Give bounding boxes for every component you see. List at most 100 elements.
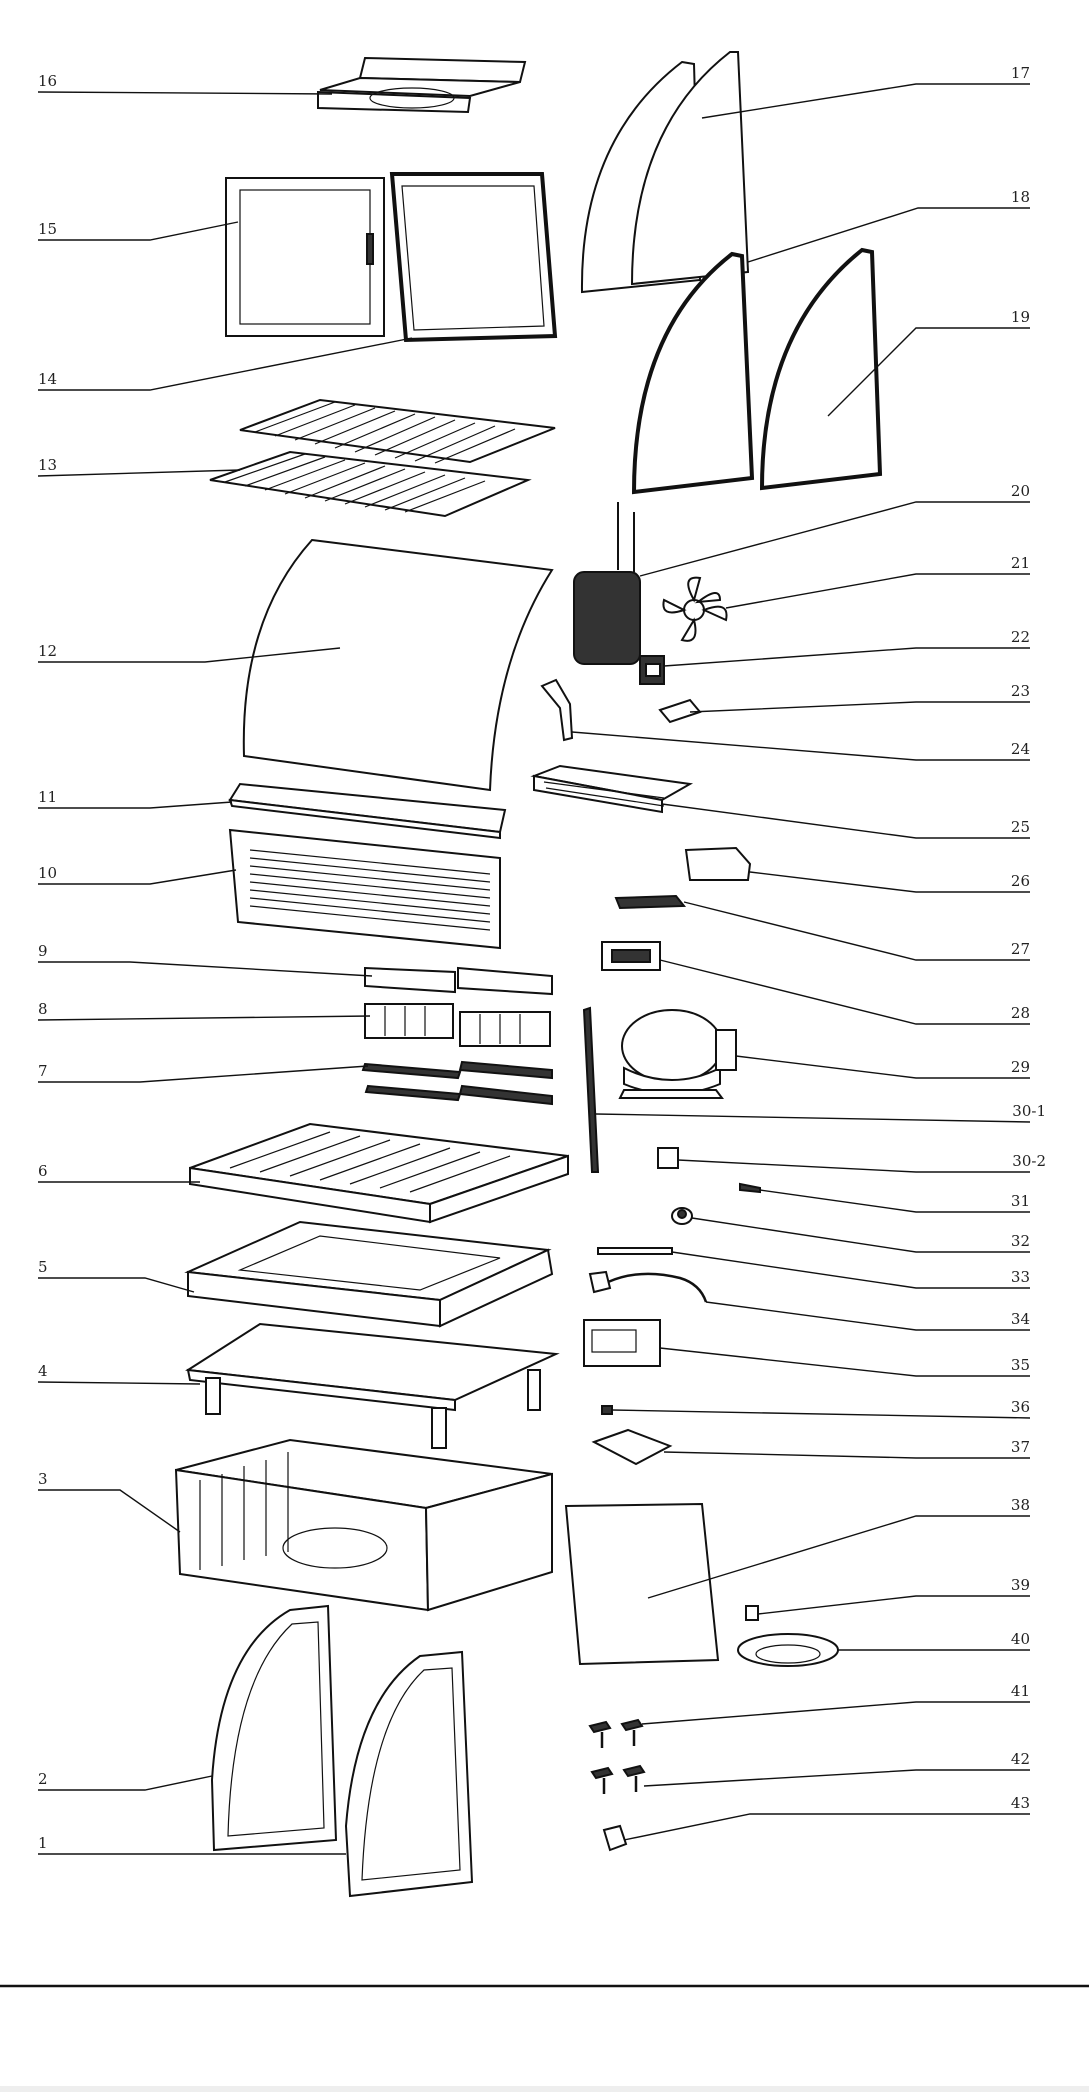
part-21-fan-blade: [662, 576, 728, 642]
leader-29: [735, 1055, 1030, 1079]
leader-20: [639, 501, 1030, 577]
leader-13: [37, 469, 241, 477]
label-31: 31: [1011, 1192, 1030, 1210]
part-31-cable: [739, 1182, 761, 1194]
part-36-small-part: [601, 1405, 613, 1415]
label-18: 18: [1011, 188, 1030, 206]
part-labels: 16 15 14 13 12 11 10 9 8 7 6 5 4 3 2 1 1…: [38, 64, 1046, 1852]
leader-28: [659, 959, 1030, 1025]
leader-30-1: [595, 1113, 1031, 1123]
part-30-1-rod: [582, 1006, 600, 1173]
leader-9: [38, 961, 373, 977]
part-34-power-cord: [588, 1270, 708, 1303]
leader-43: [623, 1813, 1030, 1841]
leader-10: [38, 869, 237, 885]
leader-18: [747, 207, 1030, 263]
label-40: 40: [1011, 1630, 1030, 1648]
label-14: 14: [38, 370, 57, 388]
leader-22: [663, 647, 1030, 667]
leader-17: [701, 83, 1030, 119]
label-12: 12: [38, 642, 57, 660]
label-24: 24: [1011, 740, 1030, 758]
part-13-wire-shelves: [209, 398, 556, 518]
leader-41: [641, 1701, 1030, 1725]
part-5-base-frame: [184, 1220, 554, 1328]
leader-24: [571, 731, 1030, 761]
part-7-strips: [361, 1060, 553, 1106]
leader-33: [671, 1251, 1030, 1289]
label-27: 27: [1011, 940, 1030, 958]
part-38-panel: [564, 1502, 720, 1666]
part-16-top-plate: [317, 56, 527, 114]
part-42-feet: [590, 1764, 646, 1794]
leader-5: [38, 1277, 195, 1293]
leader-37: [663, 1451, 1030, 1459]
part-6-deck-tray: [189, 1122, 569, 1224]
part-11-top-strip: [228, 782, 507, 840]
leader-lines: [37, 83, 1031, 1855]
label-36: 36: [1011, 1398, 1030, 1416]
leader-39: [757, 1595, 1030, 1615]
leader-15: [38, 221, 239, 241]
part-41-feet: [588, 1718, 644, 1748]
label-1: 1: [38, 1834, 48, 1852]
label-23: 23: [1011, 682, 1030, 700]
label-42: 42: [1011, 1750, 1030, 1768]
label-13: 13: [38, 456, 57, 474]
label-38: 38: [1011, 1496, 1030, 1514]
part-28-display: [601, 941, 661, 971]
label-35: 35: [1011, 1356, 1030, 1374]
label-43: 43: [1011, 1794, 1030, 1812]
part-35-controller: [583, 1319, 661, 1367]
label-28: 28: [1011, 1004, 1030, 1022]
part-25-heater: [530, 764, 694, 814]
label-19: 19: [1011, 308, 1030, 326]
leader-11: [38, 801, 233, 809]
part-8-grilles: [364, 1003, 551, 1047]
part-37-mounting-plate: [591, 1428, 673, 1466]
leader-4: [37, 1381, 201, 1385]
part-9-brackets: [364, 966, 553, 996]
part-30-2-relay: [657, 1147, 679, 1169]
label-4: 4: [38, 1362, 48, 1380]
leader-25: [661, 803, 1030, 839]
leader-32: [691, 1217, 1030, 1253]
part-32-knob: [671, 1207, 693, 1225]
part-22-fan-motor: [639, 655, 665, 685]
part-33-tube: [597, 1247, 673, 1255]
leader-14: [38, 337, 413, 391]
label-17: 17: [1011, 64, 1030, 82]
part-23-small-fan: [658, 698, 702, 724]
leader-31: [759, 1189, 1030, 1213]
leader-35: [659, 1347, 1030, 1377]
part-15-door-frame: [225, 177, 385, 337]
label-20: 20: [1011, 482, 1030, 500]
part-27-bracket: [614, 894, 687, 910]
part-4-base-with-legs: [185, 1322, 560, 1449]
label-25: 25: [1011, 818, 1030, 836]
label-11: 11: [38, 788, 57, 806]
leader-42: [643, 1769, 1030, 1787]
leader-21: [725, 573, 1030, 609]
label-9: 9: [38, 942, 48, 960]
part-3-cabinet-box: [174, 1438, 553, 1612]
label-8: 8: [38, 1000, 48, 1018]
label-26: 26: [1011, 872, 1030, 890]
label-29: 29: [1011, 1058, 1030, 1076]
leader-27: [683, 901, 1030, 961]
label-34: 34: [1011, 1310, 1030, 1328]
leader-8: [37, 1015, 371, 1021]
part-10-louver-panel: [228, 828, 501, 950]
label-21: 21: [1011, 554, 1030, 572]
part-43-cylinder: [602, 1824, 628, 1852]
footer-band: [0, 2086, 1089, 2092]
label-33: 33: [1011, 1268, 1030, 1286]
label-6: 6: [38, 1162, 48, 1180]
label-5: 5: [38, 1258, 48, 1276]
leader-12: [38, 647, 341, 663]
leader-23: [689, 701, 1030, 713]
leader-30-2: [677, 1159, 1030, 1173]
label-16: 16: [38, 72, 57, 90]
leader-7: [38, 1065, 369, 1083]
